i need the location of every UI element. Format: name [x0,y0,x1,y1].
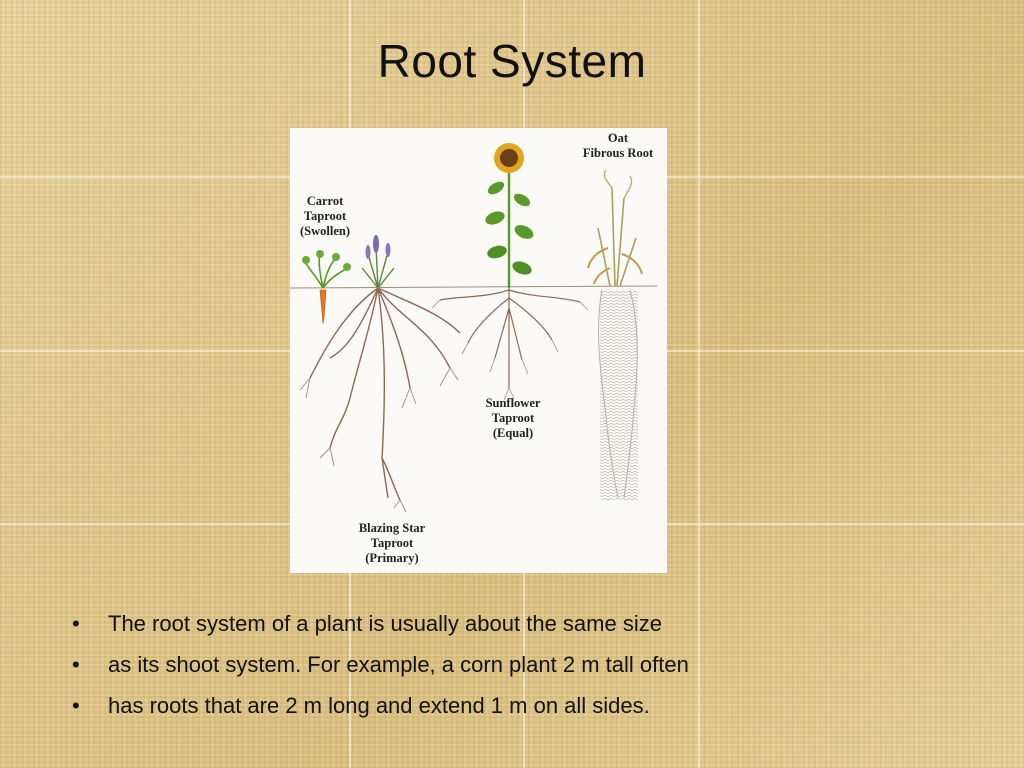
oat-label: Oat Fibrous Root [582,131,654,160]
bullet-text: as its shoot system. For example, a corn… [108,652,689,677]
bullet-text: has roots that are 2 m long and extend 1… [108,693,650,718]
blazing-star-plant [299,235,461,513]
bullet-item: • The root system of a plant is usually a… [70,603,970,644]
bullet-item: • as its shoot system. For example, a cor… [70,644,970,685]
root-system-figure: Oat Fibrous Root Carrot Taproot (Swollen… [290,128,667,573]
bullet-dot: • [72,611,80,636]
bullet-list: • The root system of a plant is usually a… [70,603,970,726]
sunflower-plant [431,143,589,401]
carrot-label: Carrot Taproot (Swollen) [300,194,350,238]
blazing-star-label: Blazing Star Taproot (Primary) [358,521,426,565]
bullet-text: The root system of a plant is usually ab… [108,611,662,636]
bullet-dot: • [72,693,80,718]
carrot-plant [302,250,351,325]
ground-line [290,285,658,289]
grid-line [698,0,700,768]
bullet-dot: • [72,652,80,677]
sunflower-label: Sunflower Taproot (Equal) [485,396,541,440]
oat-plant [587,169,643,500]
slide-title: Root System [377,35,647,87]
root-illustration [290,143,658,513]
bullet-item: • has roots that are 2 m long and extend … [70,685,970,726]
